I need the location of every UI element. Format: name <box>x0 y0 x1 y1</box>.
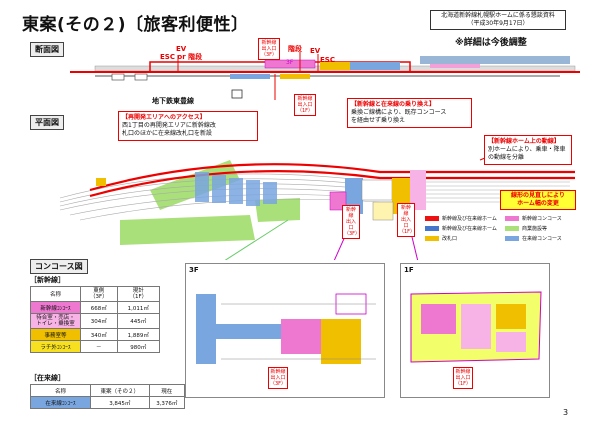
subway-line-label: 地下鉄東豊線 <box>152 97 194 105</box>
gate-1f-tag-plan: 新幹線 出入口 （1F） <box>397 203 416 237</box>
concourse-3f-map: 3F 新幹線 出入口 （3F） <box>185 263 385 398</box>
document-meta: 北海道新幹線札幌駅ホームに係る懇談資料 （平成30年9月17日） <box>430 10 566 30</box>
table-cell: 3,845㎡ <box>90 396 150 409</box>
stairs-label: 階段 <box>288 45 302 53</box>
table-row: 事務室等 340㎡ 1,889㎡ <box>30 328 161 341</box>
legend-item: 新幹線及び在来線ホーム <box>425 214 505 222</box>
table-header: 現計 （1F） <box>116 286 161 302</box>
table-header: 現在 <box>148 384 186 397</box>
page-number: 3 <box>563 408 569 417</box>
conventional-area-table: 名称 東案（その２） 現在 在来線ｺﾝｺｰｽ 3,845㎡ 3,376㎡ <box>30 384 186 409</box>
table-header-row: 名称 東側 （3F） 現計 （1F） <box>30 286 161 302</box>
table-cell: 3,376㎡ <box>148 396 186 409</box>
ev-esc-stairs-label: EV ESC or 階段 <box>160 45 203 61</box>
table-cell: 新幹線ｺﾝｺｰｽ <box>30 301 81 314</box>
table-header: 東案（その２） <box>90 384 150 397</box>
table-cell: ラチ外ｺﾝｺｰｽ <box>30 340 81 353</box>
gate-3f-tag-section: 新幹線 出入口 （3F） <box>258 38 280 60</box>
redevelopment-callout-title: 【再開発エリアへのアクセス】 <box>122 114 206 121</box>
concourse-1f-map: 1F 新幹線 出入口 （1F） <box>400 263 550 398</box>
table-cell: 340㎡ <box>80 328 118 341</box>
gate-1f-tag-map: 新幹線 出入口 （1F） <box>453 367 473 389</box>
table-cell: 304㎡ <box>80 313 118 329</box>
table-row: 新幹線ｺﾝｺｰｽ 668㎡ 1,011㎡ <box>30 301 161 314</box>
legend-swatch <box>425 215 439 221</box>
shinkansen-area-table: 名称 東側 （3F） 現計 （1F） 新幹線ｺﾝｺｰｽ 668㎡ 1,011㎡ … <box>30 286 161 353</box>
floor-1f-label: 1F <box>404 266 414 274</box>
gate-3f-tag-map: 新幹線 出入口 （3F） <box>268 367 288 389</box>
table-cell: 1,889㎡ <box>116 328 161 341</box>
table-row: 待合室・売店・ トイレ・乗換室 304㎡ 445㎡ <box>30 313 161 329</box>
redevelopment-access-callout: 【再開発エリアへのアクセス】 西1丁目の再開発エリアに新幹線改 札口のほかに在来… <box>118 111 258 141</box>
transfer-callout: 【新幹線と在来線の乗り換え】 乗換ご線構により、既存コンコース を経由せず乗り換… <box>347 98 472 128</box>
table-header-row: 名称 東案（その２） 現在 <box>30 384 186 397</box>
legend-item: 商業施設等 <box>505 224 585 232</box>
table-cell: 980㎡ <box>116 340 161 353</box>
concourse-3f-drawing <box>196 293 376 364</box>
legend-item: 改札口 <box>425 234 505 242</box>
table-header: 名称 <box>30 286 81 302</box>
legend-item: 新幹線及び在来線ホーム <box>425 224 505 232</box>
esc-label: ESC <box>320 56 335 64</box>
table-header: 東側 （3F） <box>80 286 118 302</box>
table-cell: 1,011㎡ <box>116 301 161 314</box>
transfer-callout-title: 【新幹線と在来線の乗り換え】 <box>351 101 436 108</box>
page-title: 東案(その２)〔旅客利便性〕 <box>22 15 249 35</box>
table-header: 名称 <box>30 384 91 397</box>
redevelopment-callout-body: 西1丁目の再開発エリアに新幹線改 札口のほかに在来線改札口を新設 <box>122 122 216 137</box>
gate-3f-tag-plan: 新幹線 出入口 （3F） <box>342 205 361 239</box>
floor-3f-section: 3F <box>286 59 294 66</box>
curve-change-callout: 線形の見直しにより ホーム幅の変更 <box>500 190 576 210</box>
table-cell: 在来線ｺﾝｺｰｽ <box>30 396 91 409</box>
table-row: ラチ外ｺﾝｺｰｽ － 980㎡ <box>30 340 161 353</box>
plan-view-heading: 平面図 <box>30 115 64 130</box>
meta-line-2: （平成30年9月17日） <box>467 20 529 27</box>
floor-3f-label: 3F <box>189 266 199 274</box>
ev-label: EV <box>310 47 321 55</box>
concourse-1f-drawing <box>410 291 542 363</box>
meta-line-1: 北海道新幹線札幌駅ホームに係る懇談資料 <box>441 12 555 19</box>
legend-item: 在来線コンコース <box>505 234 585 242</box>
plan-legend: 新幹線及び在来線ホーム 新幹線コンコース 新幹線及び在来線ホーム 商業施設等 改… <box>425 214 585 242</box>
gate-1f-tag-section: 新幹線 出入口 （1F） <box>294 94 316 116</box>
transfer-callout-body: 乗換ご線構により、既存コンコース を経由せず乗り換え <box>351 109 447 124</box>
table-cell: 待合室・売店・ トイレ・乗換室 <box>30 313 81 329</box>
table-cell: － <box>80 340 118 353</box>
table-cell: 445㎡ <box>116 313 161 329</box>
table-row: 在来線ｺﾝｺｰｽ 3,845㎡ 3,376㎡ <box>30 396 186 409</box>
table-cell: 668㎡ <box>80 301 118 314</box>
platform-flow-callout: 【新幹線ホーム上の動線】 別ホームにより、乗車・降車 の動線を分離 <box>484 135 572 165</box>
conventional-table-caption: ［在来線］ <box>30 374 65 382</box>
table-cell: 事務室等 <box>30 328 81 341</box>
platform-callout-body: 別ホームにより、乗車・降車 の動線を分離 <box>488 146 566 161</box>
platform-callout-title: 【新幹線ホーム上の動線】 <box>488 138 560 145</box>
section-view-heading: 断面図 <box>30 42 64 57</box>
shinkansen-table-caption: ［新幹線］ <box>30 276 65 284</box>
cross-section-diagram <box>70 52 580 100</box>
legend-item: 新幹線コンコース <box>505 214 585 222</box>
detail-note: ※詳細は今後調整 <box>455 38 527 48</box>
concourse-view-heading: コンコース図 <box>30 259 88 274</box>
